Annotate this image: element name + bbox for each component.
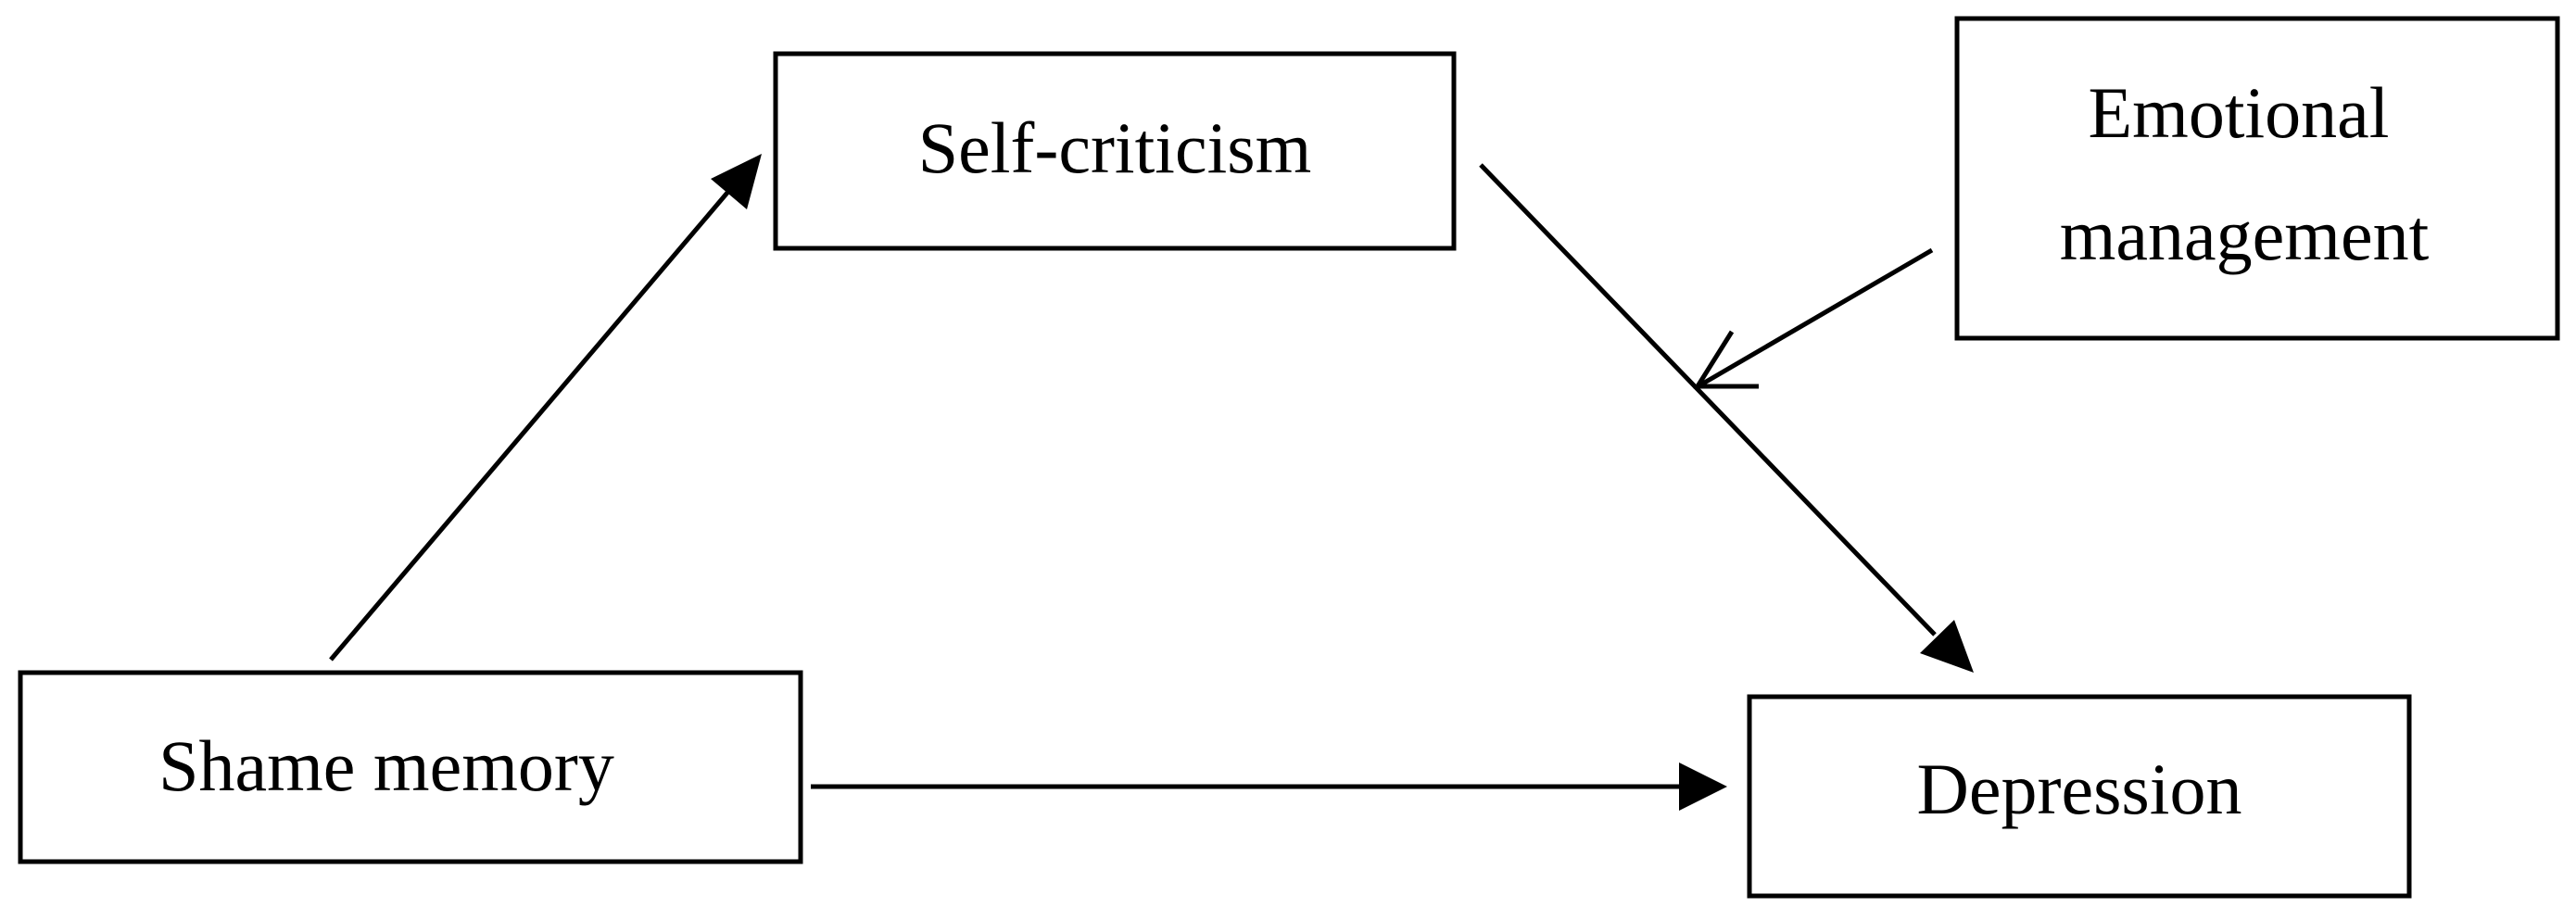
edge-selfcriticism-to-depression-line — [1479, 163, 1937, 636]
edge-moderator-line — [1699, 247, 1934, 387]
shame-memory-label: Shame memory — [158, 725, 614, 806]
depression-label: Depression — [1917, 749, 2242, 829]
edge-selfcriticism-to-depression-arrowhead — [1920, 620, 1974, 673]
edge-shame-to-selfcriticism-arrowhead — [711, 154, 762, 209]
node-depression: Depression — [1747, 694, 2412, 899]
node-self-criticism: Self-criticism — [773, 51, 1457, 251]
edge-moderator-arrowhead — [1693, 330, 1759, 389]
edge-shame-to-depression-arrowhead — [1679, 762, 1727, 811]
node-shame-memory: Shame memory — [18, 670, 803, 864]
edge-moderator — [1693, 247, 1934, 389]
edge-shame-to-selfcriticism-line — [329, 185, 734, 662]
shame-memory-box — [18, 670, 803, 864]
emotional-management-label-line1: Emotional — [2089, 72, 2390, 153]
emotional-management-box — [1954, 16, 2560, 341]
edge-shame-to-selfcriticism — [329, 154, 762, 662]
emotional-management-label-line2: management — [2060, 195, 2430, 275]
self-criticism-label: Self-criticism — [918, 107, 1312, 188]
depression-box — [1747, 694, 2412, 899]
edge-selfcriticism-to-depression — [1479, 163, 1974, 673]
node-emotional-management: Emotional management — [1954, 16, 2560, 341]
self-criticism-box — [773, 51, 1457, 251]
edge-shame-to-depression — [811, 762, 1727, 811]
